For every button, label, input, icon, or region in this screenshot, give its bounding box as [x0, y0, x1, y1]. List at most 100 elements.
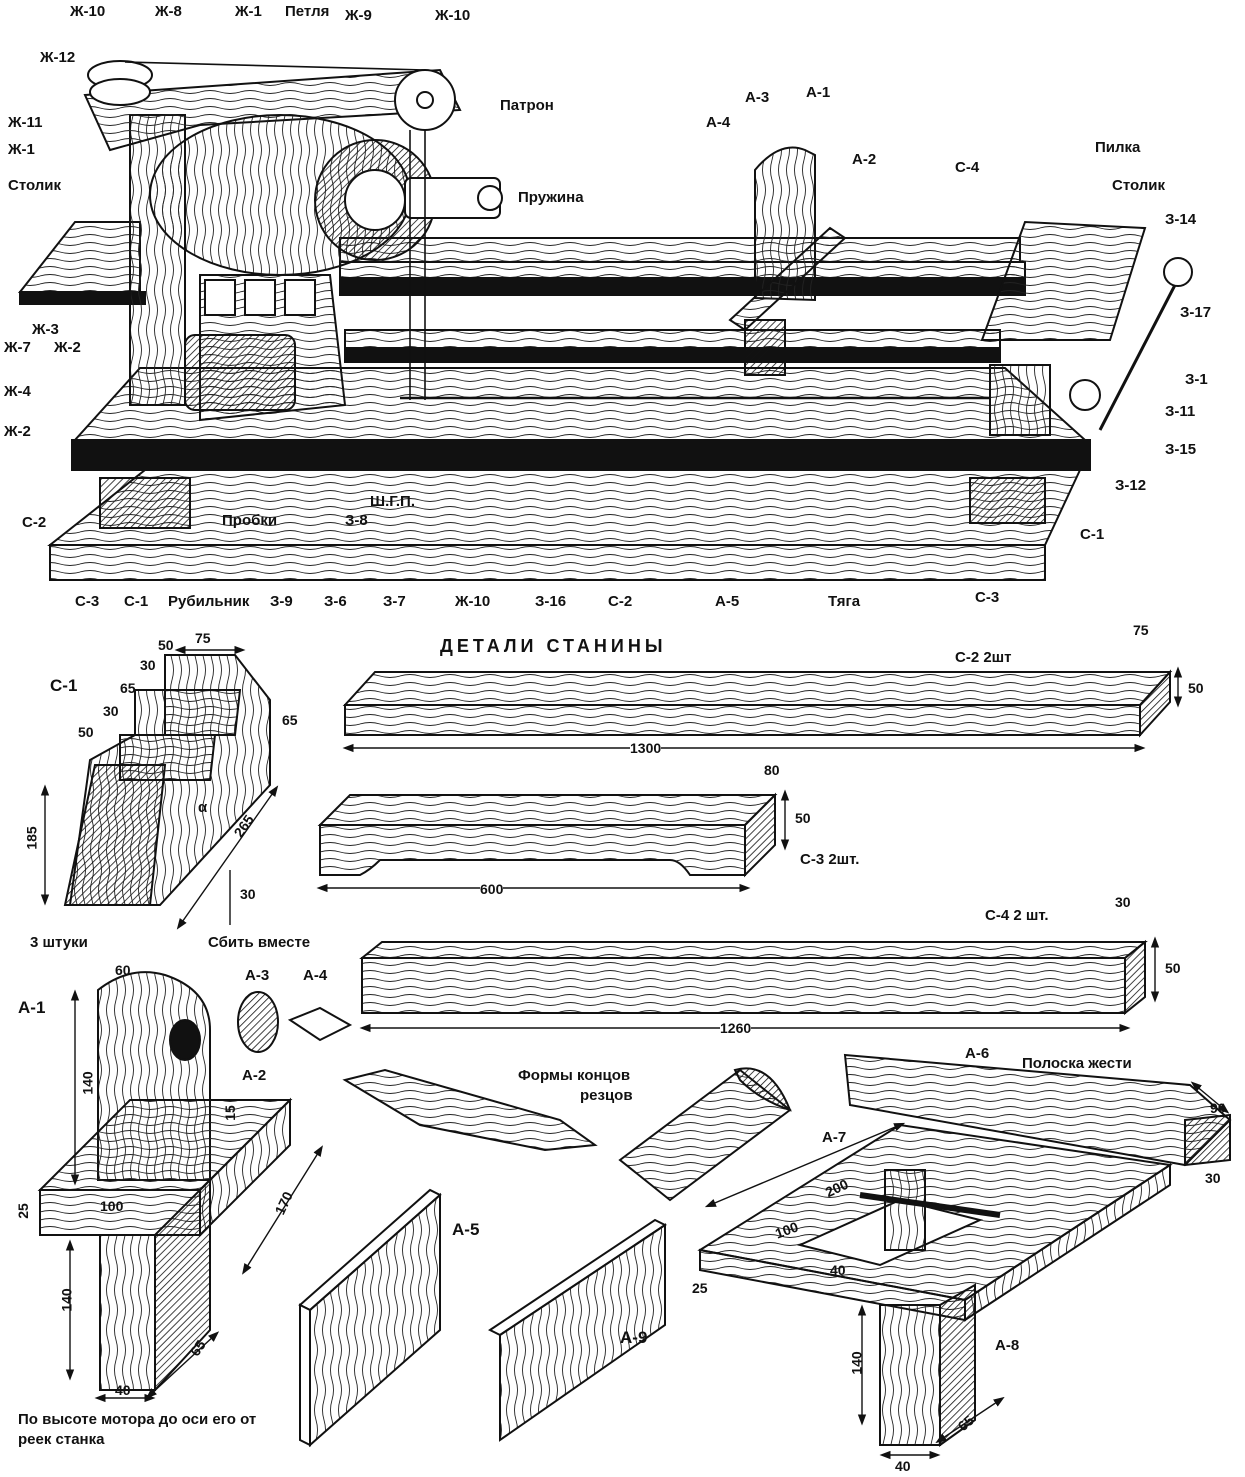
a1-dim-60: 60 [115, 962, 131, 978]
a1-dim-15: 15 [221, 1105, 238, 1121]
bottom-label-4: З-6 [324, 593, 347, 610]
a6-dim-90: 90 [1210, 1100, 1226, 1116]
a2-label: А-2 [242, 1067, 267, 1084]
right-post [989, 364, 1051, 436]
label-saw: Пилка [1095, 139, 1141, 156]
a1-dim-25: 25 [14, 1203, 31, 1219]
c1-dim-50a: 50 [158, 637, 174, 653]
label-zh2-a: Ж-2 [54, 339, 81, 356]
a7-dim-25: 25 [692, 1280, 708, 1296]
cutter-shapes [342, 1067, 792, 1202]
label-z15: З-15 [1165, 441, 1197, 458]
label-z12: З-12 [1115, 477, 1147, 494]
bottom-label-9: А-5 [715, 593, 740, 610]
left-table [17, 221, 141, 293]
c2-height: 50 [1188, 680, 1204, 696]
c1-dim-50b: 50 [78, 724, 94, 740]
c2-label: С-2 2шт [955, 649, 1012, 666]
bed-front-rail [71, 439, 1091, 471]
a6-tin: Полоска жести [1022, 1055, 1132, 1072]
c1-label: С-1 [50, 676, 78, 695]
a8-label: А-8 [995, 1337, 1020, 1354]
c1-dim-185: 185 [23, 826, 40, 850]
c1-dim-75: 75 [195, 630, 211, 646]
label-shgp: Ш.Г.П. [370, 493, 415, 510]
bottom-label-7: З-16 [535, 593, 567, 610]
c1-dim-65b: 65 [282, 712, 298, 728]
c1-note-count: 3 штуки [30, 934, 88, 951]
a7-label: А-7 [822, 1129, 847, 1146]
bottom-label-2: Рубильник [168, 593, 250, 610]
label-a4-top: А-4 [706, 114, 731, 131]
c1-dim-65a: 65 [120, 680, 136, 696]
a4-centre [287, 1006, 353, 1042]
block-c3-left [99, 477, 191, 529]
label-table-left: Столик [8, 177, 62, 194]
label-spring: Пружина [518, 189, 584, 206]
c4-length: 1260 [720, 1020, 752, 1036]
c4-label: С-4 2 шт. [985, 907, 1049, 924]
switch-box [184, 334, 296, 411]
c1-dim-30b: 30 [103, 703, 119, 719]
a6-dim-30: 30 [1205, 1170, 1221, 1186]
label-c4-top: С-4 [955, 159, 980, 176]
bottom-label-8: С-2 [608, 593, 633, 610]
bottom-label-3: З-9 [270, 593, 293, 610]
label-zh9: Ж-9 [345, 7, 372, 24]
label-zh1-top: Ж-1 [235, 3, 262, 20]
c3-length: 600 [480, 881, 504, 897]
label-plugs: Пробки [222, 512, 278, 529]
a5-label: А-5 [452, 1220, 480, 1239]
strip-a9 [488, 1218, 667, 1442]
top-arm [83, 68, 462, 152]
label-zh12: Ж-12 [40, 49, 76, 66]
c1-dim-30a: 30 [140, 657, 156, 673]
bottom-label-10: Тяга [828, 593, 861, 610]
a1-dim-40: 40 [115, 1382, 131, 1398]
label-zh10-right: Ж-10 [435, 7, 471, 24]
block-c3-right [969, 477, 1046, 524]
a9-label: А-9 [620, 1328, 648, 1347]
a3-label: А-3 [245, 967, 270, 984]
label-a3-top: А-3 [745, 89, 770, 106]
c1-alpha: α [198, 799, 208, 816]
c1-dim-30c: 30 [240, 886, 256, 902]
tools-title-b: резцов [580, 1087, 633, 1104]
label-zh8: Ж-8 [155, 3, 182, 20]
bottom-label-5: З-7 [383, 593, 406, 610]
a1-dim-140b: 140 [58, 1288, 75, 1312]
label-z11: З-11 [1165, 403, 1196, 420]
bottom-label-0: С-3 [75, 593, 100, 610]
tools-title-a: Формы концов [518, 1067, 631, 1084]
label-table-right: Столик [1112, 177, 1166, 194]
a1-label: А-1 [18, 998, 46, 1017]
a1-dim-140a: 140 [79, 1071, 96, 1095]
label-z1: З-1 [1185, 371, 1208, 388]
beam-c4 [359, 941, 1148, 959]
label-z8: З-8 [345, 512, 368, 529]
a1-dim-100: 100 [100, 1198, 124, 1214]
label-a2-top: А-2 [852, 151, 877, 168]
label-a1-top: А-1 [806, 84, 831, 101]
beam-c3 [317, 794, 778, 826]
bottom-label-11: С-3 [975, 589, 1000, 606]
right-table [980, 220, 1147, 341]
a1-motor-note: По высоте мотора до оси его от реек стан… [18, 1411, 257, 1448]
c4-width: 30 [1115, 894, 1131, 910]
frame-title: ДЕТАЛИ СТАНИНЫ [440, 636, 667, 656]
label-zh10-left: Ж-10 [70, 3, 106, 20]
label-c2-left: С-2 [22, 514, 47, 531]
bottom-label-1: С-1 [124, 593, 149, 610]
a8-dim-140: 140 [848, 1351, 865, 1375]
label-zh4: Ж-4 [4, 383, 31, 400]
label-loop: Петля [285, 3, 330, 20]
c3-width: 80 [764, 762, 780, 778]
label-zh7: Ж-7 [4, 339, 31, 356]
a6-a7-a8-assembly [697, 1053, 1232, 1460]
c1-part [40, 645, 279, 930]
c1-note-assemble: Сбить вместе [208, 934, 311, 951]
label-zh11: Ж-11 [8, 114, 43, 131]
a7-dim-40: 40 [830, 1262, 846, 1278]
a1-part [37, 971, 353, 1403]
lathe-assembly [17, 60, 1193, 581]
